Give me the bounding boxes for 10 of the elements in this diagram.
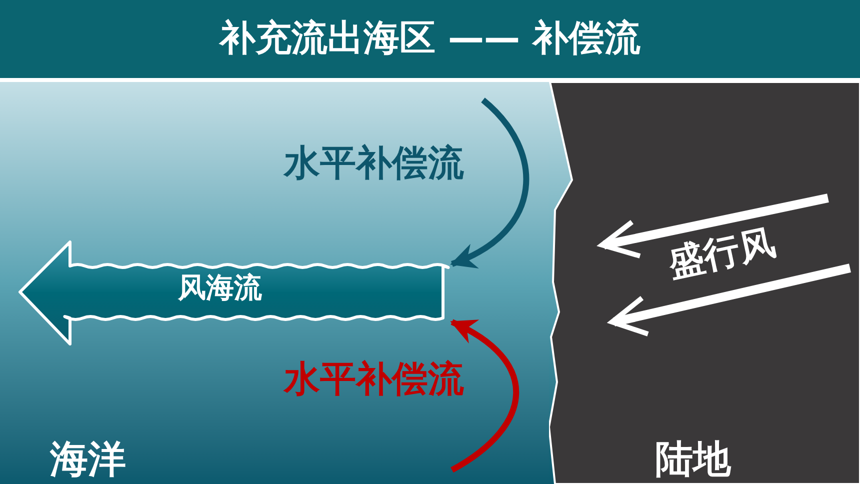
curved-arrow <box>450 98 529 267</box>
curved-arrow <box>450 319 520 473</box>
arrow-label: 风海流 <box>178 274 262 302</box>
ocean-region <box>0 82 549 484</box>
edge-label: 水平补偿流 <box>284 146 464 182</box>
region-label: 海洋 <box>50 440 126 478</box>
region-label: 陆地 <box>655 440 731 478</box>
wind-label: 盛行风 <box>665 225 779 283</box>
edge-label: 水平补偿流 <box>284 362 464 398</box>
title: 补充流出海区 —— 补偿流 <box>219 21 641 57</box>
